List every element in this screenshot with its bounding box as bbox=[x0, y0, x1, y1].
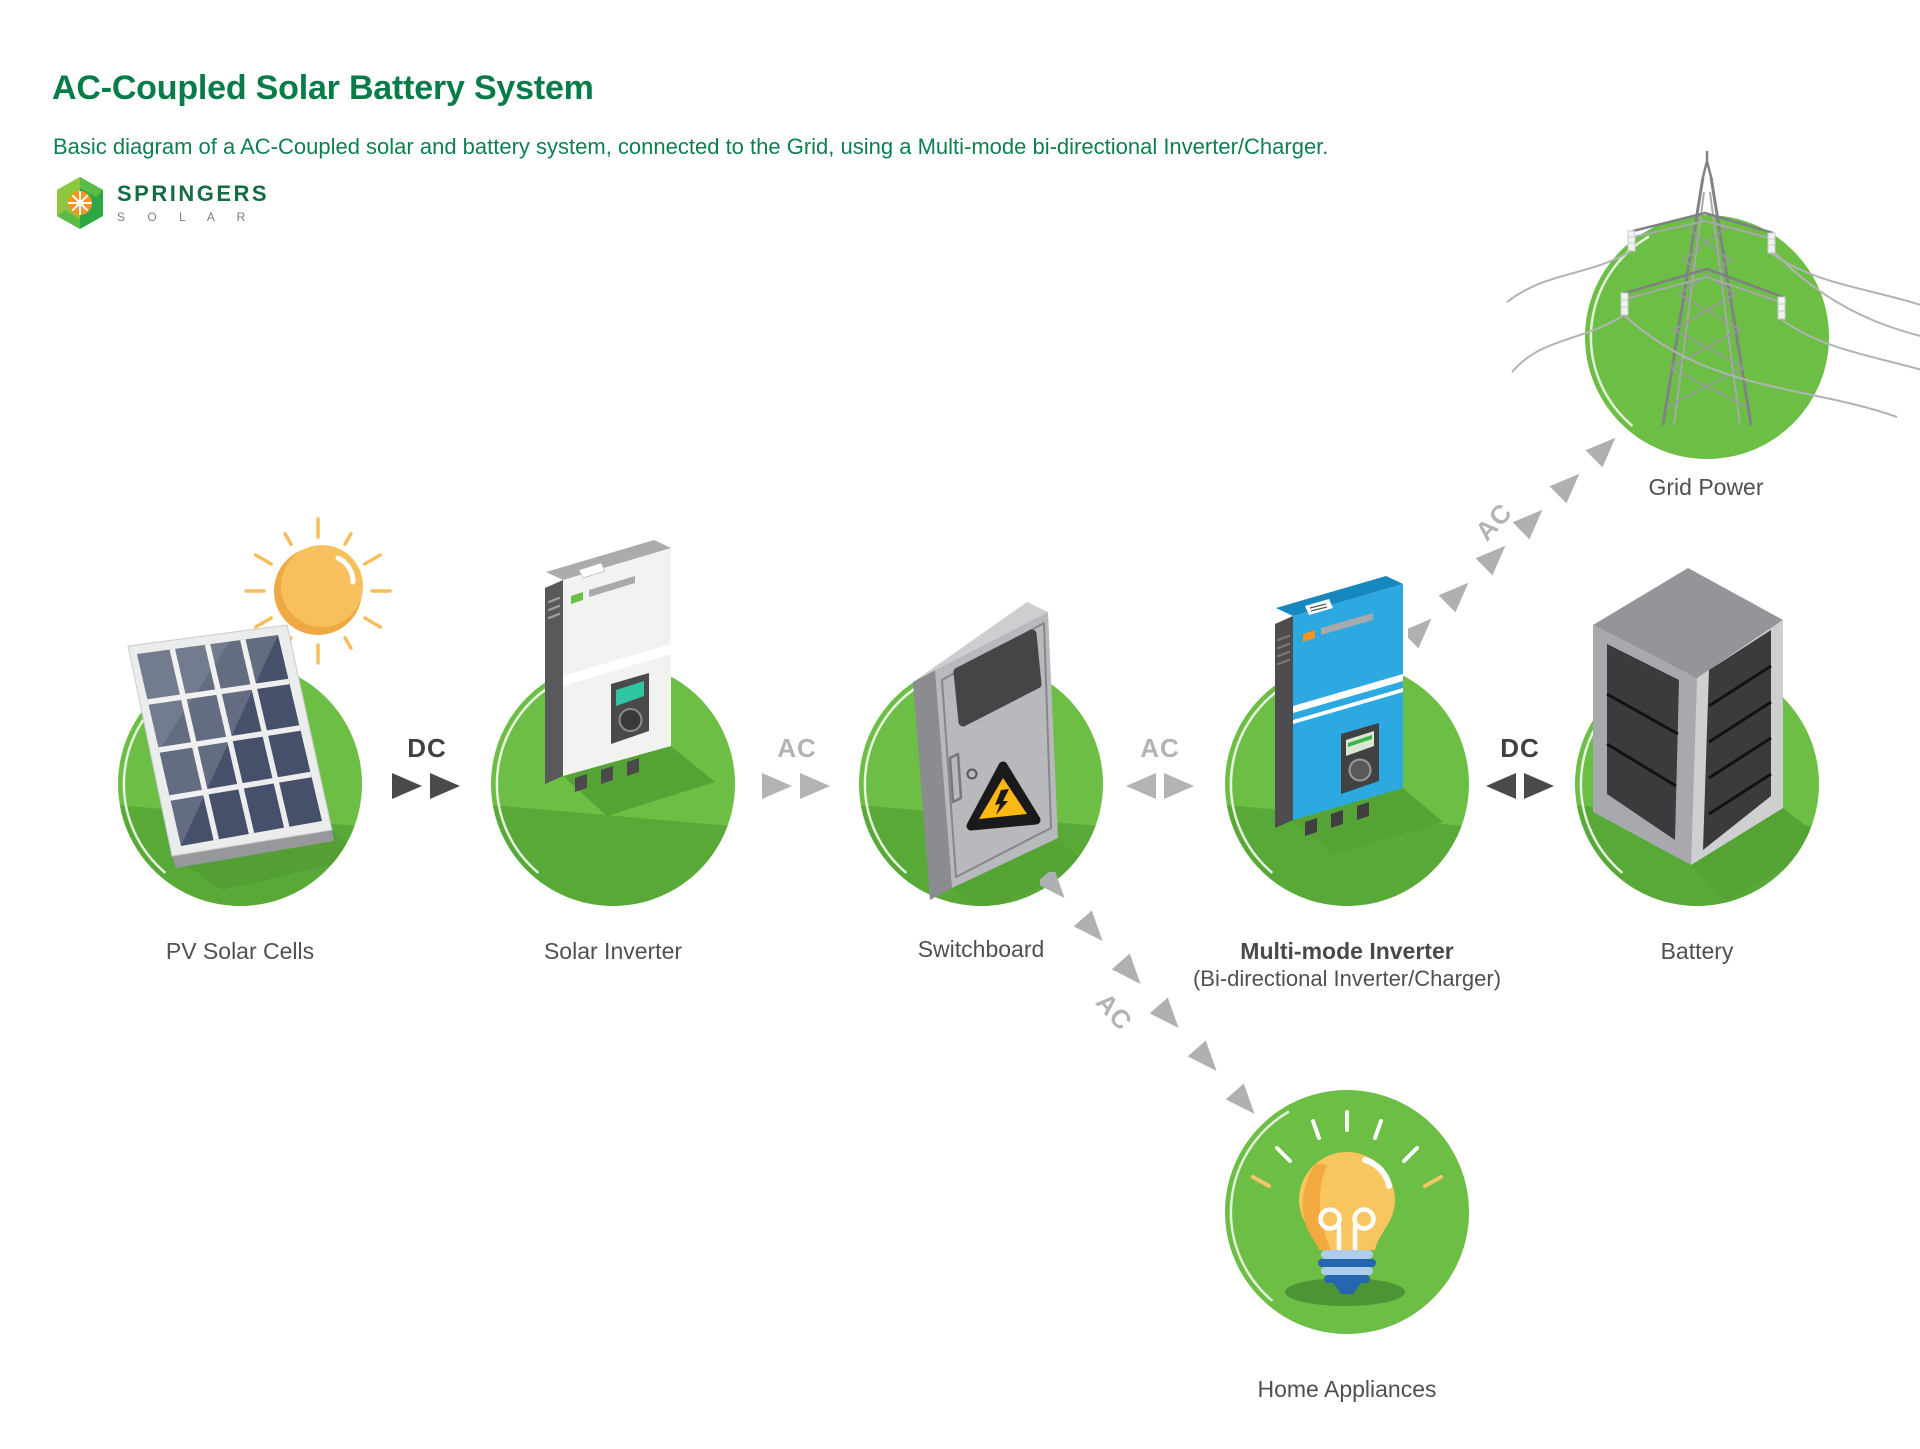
solar-inverter-icon bbox=[545, 540, 671, 792]
solar-inverter-illustration bbox=[489, 540, 741, 908]
logo-subwordmark: S O L A R bbox=[117, 209, 255, 224]
solar-panel-icon bbox=[127, 624, 334, 868]
flow-label-dc-1: DC bbox=[407, 733, 447, 763]
home-appliances-illustration bbox=[1223, 1088, 1475, 1336]
pv-solar-cells-illustration bbox=[116, 517, 392, 908]
battery-icon bbox=[1593, 568, 1783, 865]
label-switchboard: Switchboard bbox=[917, 936, 1045, 962]
filament bbox=[1318, 1207, 1376, 1253]
flow-label-ac-2: AC bbox=[1140, 733, 1180, 763]
multi-mode-inverter-icon bbox=[1275, 576, 1403, 836]
logo-hexagon-icon bbox=[57, 177, 103, 229]
dc-arrows-multimode-battery bbox=[1486, 773, 1554, 799]
label-home-appliances: Home Appliances bbox=[1257, 1376, 1437, 1402]
springers-solar-logo: SPRINGERS S O L A R bbox=[56, 176, 269, 230]
label-pv-solar-cells: PV Solar Cells bbox=[165, 938, 315, 964]
multi-mode-inverter-illustration bbox=[1223, 576, 1475, 908]
ac-diagonal-arrows-grid bbox=[1408, 437, 1616, 649]
bulb-base bbox=[1318, 1250, 1376, 1294]
ac-arrows-switchboard-multimode bbox=[1126, 773, 1194, 799]
grid-power-illustration bbox=[1506, 151, 1920, 461]
switchboard-icon bbox=[913, 602, 1058, 900]
label-grid-power: Grid Power bbox=[1648, 474, 1764, 500]
label-solar-inverter: Solar Inverter bbox=[543, 938, 683, 964]
flow-label-dc-2: DC bbox=[1500, 733, 1540, 763]
label-multi-mode-inverter: Multi-mode Inverter bbox=[1240, 938, 1454, 964]
battery-illustration bbox=[1573, 568, 1825, 908]
sun-icon bbox=[244, 517, 392, 665]
transmission-tower-icon bbox=[1506, 151, 1920, 426]
logo-wordmark: SPRINGERS bbox=[117, 181, 270, 207]
ac-diagonal-arrows-home bbox=[1040, 872, 1255, 1115]
page-subtitle: Basic diagram of a AC-Coupled solar and … bbox=[53, 134, 1329, 159]
power-lines bbox=[1506, 250, 1920, 418]
sublabel-multi-mode-inverter: (Bi-directional Inverter/Charger) bbox=[1192, 966, 1502, 991]
flow-label-ac-1: AC bbox=[777, 733, 817, 763]
dc-arrows-pv-to-inverter bbox=[392, 773, 460, 799]
switchboard-illustration bbox=[857, 602, 1109, 908]
warning-icon bbox=[966, 761, 1041, 831]
label-battery: Battery bbox=[1660, 938, 1734, 964]
ac-arrows-inverter-to-switchboard bbox=[762, 773, 830, 799]
page-title: AC-Coupled Solar Battery System bbox=[52, 68, 594, 107]
light-bulb-icon bbox=[1251, 1110, 1443, 1306]
